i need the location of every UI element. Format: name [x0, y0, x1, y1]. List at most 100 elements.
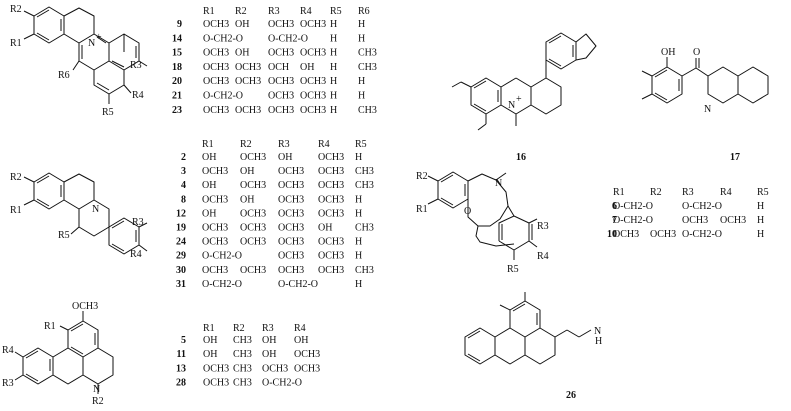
substituent-cell: OCH3	[235, 62, 261, 73]
substituent-cell: H	[358, 33, 365, 44]
table-header-cell: R6	[358, 6, 370, 17]
c17-n-label: N	[704, 104, 711, 115]
substituent-cell: H	[355, 208, 362, 219]
thp-r3-label: R3	[132, 217, 144, 228]
substituent-cell: OCH3	[202, 237, 228, 248]
table-header-cell: R5	[330, 6, 342, 17]
aporphine-r4-label: R4	[2, 345, 14, 356]
substituent-cell: OCH3	[240, 208, 266, 219]
substituent-cell: OH	[300, 62, 314, 73]
substituent-cell: OH	[202, 208, 216, 219]
compound-26-structure: N H 26	[464, 292, 602, 401]
substituent-cell: OCH3	[682, 215, 708, 226]
compound-number: 20	[172, 76, 182, 87]
table-header-cell: R2	[240, 139, 252, 150]
protopine-core-structure: R2 R1 N O R3 R4 R5	[416, 171, 549, 275]
substituent-cell: H	[355, 237, 362, 248]
substituent-cell: OCH3	[278, 194, 304, 205]
compound-number: 14	[172, 33, 182, 44]
thp-r2-label: R2	[10, 172, 22, 183]
substituent-cell: CH3	[233, 349, 252, 360]
substituent-cell: H	[757, 201, 764, 212]
substituent-cell: OH	[235, 48, 249, 59]
substituent-cell: H	[330, 19, 337, 30]
substituent-cell: CH3	[358, 48, 377, 59]
compound-number: 5	[181, 335, 186, 346]
substituent-cell: OCH3	[278, 180, 304, 191]
substituent-cell: OCH3	[235, 76, 261, 87]
substituent-cell: O-CH2-O	[682, 201, 722, 212]
substituent-cell: OCH3	[268, 48, 294, 59]
substituent-cell: OCH3	[203, 105, 229, 116]
substituent-cell: OH	[235, 19, 249, 30]
substituent-cell: OCH3	[278, 237, 304, 248]
protopine-o-label: O	[464, 206, 471, 217]
compound-16-label: 16	[516, 152, 526, 163]
aporphine-n-label: N	[93, 384, 100, 395]
substituent-cell: OCH3	[203, 48, 229, 59]
substituent-cell: OCH3	[318, 251, 344, 262]
table-header-cell: R1	[202, 139, 214, 150]
compound-number: 18	[172, 62, 182, 73]
substituent-cell: CH3	[355, 166, 374, 177]
substituent-cell: H	[358, 76, 365, 87]
substituent-cell: OCH3	[318, 166, 344, 177]
substituent-cell: O-CH2-O	[613, 201, 653, 212]
substituent-cell: OCH3	[720, 215, 746, 226]
thp-r4-label: R4	[130, 249, 142, 260]
substituent-cell: H	[330, 48, 337, 59]
compound-number: 3	[181, 166, 186, 177]
substituent-cell: OCH3	[613, 229, 639, 240]
substituent-cell: O-CH2-O	[202, 279, 242, 290]
substituent-cell: O-CH2-O	[682, 229, 722, 240]
table-header-cell: R1	[203, 6, 215, 17]
substituent-cell: OCH3	[278, 208, 304, 219]
compound-17-structure: OH O N 17	[641, 47, 769, 163]
substituent-cell: H	[330, 105, 337, 116]
table-header-cell: R2	[650, 187, 662, 198]
substituent-cell: OH	[203, 335, 217, 346]
compound-number: 28	[176, 378, 186, 389]
compound-number: 31	[176, 279, 186, 290]
substituent-cell: OCH3	[650, 229, 676, 240]
thp-n-label: N	[92, 204, 99, 215]
aporphine-ome-label: OCH3	[72, 301, 98, 312]
berberine-n-label: N	[88, 38, 95, 49]
substituent-cell: H	[358, 19, 365, 30]
substituent-cell: CH3	[233, 335, 252, 346]
substituent-cell: CH3	[233, 378, 252, 389]
tetrahydroprotoberberine-core-structure: R2 R1 N R5 R3 R4	[10, 172, 148, 260]
substituent-cell: OCH3	[278, 265, 304, 276]
compound-number: 2	[181, 152, 186, 163]
compound-number: 19	[176, 223, 186, 234]
substituent-cell: OCH3	[202, 194, 228, 205]
substituent-cell: OCH3	[240, 180, 266, 191]
table-header-cell: R4	[318, 139, 330, 150]
substituent-cell: OCH3	[278, 223, 304, 234]
substituent-cell: OCH3	[268, 76, 294, 87]
compound-number: 24	[176, 237, 186, 248]
table-header-cell: R2	[235, 6, 247, 17]
compound-number: 29	[176, 251, 186, 262]
compound-number: 10	[607, 229, 617, 240]
compound-number: 23	[172, 105, 182, 116]
aporphine-r2-label: R2	[92, 396, 104, 407]
substituent-cell: OCH3	[278, 166, 304, 177]
aporphine-core-structure: OCH3 R1 R4 R3 N R2	[2, 301, 114, 407]
protopine-r4-label: R4	[537, 251, 549, 262]
thp-r1-label: R1	[10, 205, 22, 216]
compound-26-label: 26	[566, 390, 576, 401]
substituent-cell: O-CH2-O	[203, 33, 243, 44]
table-header-cell: R3	[278, 139, 290, 150]
table-header-cell: R4	[294, 323, 306, 334]
substituent-cell: OCH3	[300, 48, 326, 59]
substituent-cell: OCH3	[240, 223, 266, 234]
table-header-cell: R3	[682, 187, 694, 198]
substituent-cell: H	[355, 279, 362, 290]
substituent-cell: H	[358, 91, 365, 102]
substituent-cell: O-CH2-O	[278, 279, 318, 290]
substituent-cell: OCH3	[240, 237, 266, 248]
protopine-r2-label: R2	[416, 171, 428, 182]
